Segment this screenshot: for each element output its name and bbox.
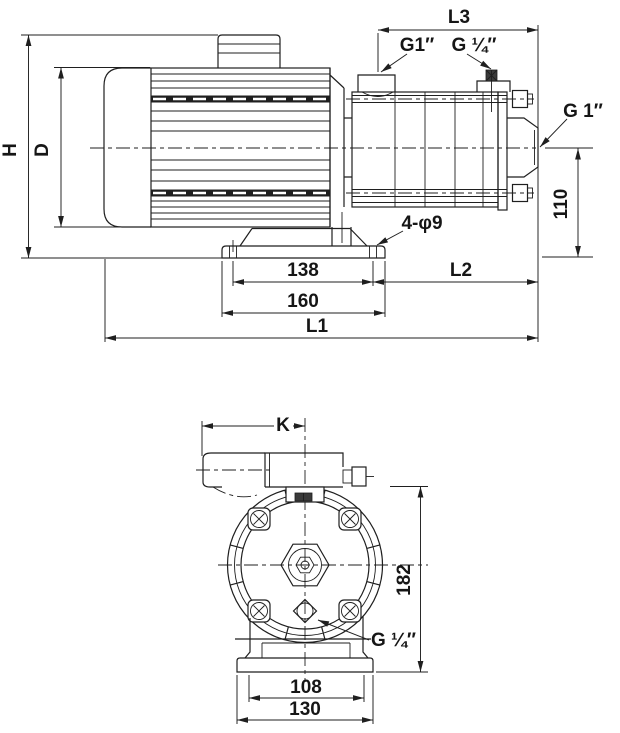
motor-fin-body xyxy=(150,67,331,228)
foot-base-plate xyxy=(236,657,374,673)
drain-plug-circle xyxy=(296,602,314,620)
drain-plug xyxy=(292,598,318,624)
pump-barrel xyxy=(351,69,511,208)
front-view: K 182 G ¼″ 108 130 xyxy=(196,415,428,724)
discharge-head xyxy=(497,89,539,211)
foot-bolt-slots xyxy=(229,246,377,258)
head-flange-plate xyxy=(497,91,508,211)
dim-K: K xyxy=(276,415,290,436)
dim-D: D xyxy=(32,143,53,157)
shaft-nut-boss xyxy=(280,543,330,587)
shaft-nut xyxy=(295,556,315,574)
casing-bolt xyxy=(247,599,271,623)
tie-rod-nuts xyxy=(511,89,533,203)
dim-108: 108 xyxy=(290,677,322,698)
ext-160 xyxy=(221,261,386,317)
dim-182: 182 xyxy=(394,564,415,596)
suction-port-mouth xyxy=(361,91,394,97)
leader-suction-port xyxy=(380,53,408,73)
front-dimensions: K 182 G ¼″ 108 130 xyxy=(201,415,428,724)
foot-gusset xyxy=(239,227,368,247)
side-port-stub xyxy=(342,466,374,487)
discharge-stub xyxy=(507,117,539,178)
centerlines-side xyxy=(90,98,536,194)
leader-vent-plug xyxy=(466,53,492,70)
front-foot xyxy=(235,616,374,673)
dim-110: 110 xyxy=(551,189,572,220)
ext-110 xyxy=(542,147,593,258)
suction-spout xyxy=(202,452,265,488)
label-vent-plug: G ¼″ xyxy=(451,35,496,56)
side-view: H D L3 G1″ G ¼″ G 1″ 110 4-φ9 138 L2 xyxy=(0,7,603,342)
leader-drain-plug xyxy=(317,619,370,641)
terminal-box-lid-lines xyxy=(218,43,280,54)
leader-discharge-port xyxy=(539,118,568,148)
vent-plug-glyph xyxy=(485,69,498,82)
vent-boss xyxy=(476,80,511,92)
dim-K-backing xyxy=(274,416,293,433)
drain-plug-diamond xyxy=(292,598,318,624)
casing-bolt xyxy=(247,507,271,531)
casing-bolts xyxy=(247,507,362,623)
stage-joints xyxy=(394,92,484,207)
pump-pedestal xyxy=(331,227,352,246)
dim-130: 130 xyxy=(289,699,321,720)
dim-138: 138 xyxy=(287,260,319,281)
tie-rod-bottom xyxy=(352,189,507,197)
motor-end-cap xyxy=(103,67,151,228)
ext-130 xyxy=(236,675,374,724)
centerlines-front xyxy=(196,418,428,682)
foot-plate xyxy=(221,245,386,259)
motor xyxy=(103,34,331,228)
terminal-box xyxy=(217,34,281,68)
label-discharge-port: G 1″ xyxy=(563,101,603,122)
leader-foot-holes xyxy=(376,230,404,246)
spout-hidden-curve xyxy=(212,486,258,498)
casing-bolt xyxy=(338,507,362,531)
foot-stem-inner xyxy=(261,642,351,658)
label-drain-plug: G ¼″ xyxy=(371,630,416,651)
motor-lantern xyxy=(329,68,352,246)
shaft-tip-circle xyxy=(300,560,310,570)
head-block-outline xyxy=(264,452,344,487)
boss-circle xyxy=(288,548,322,582)
casing-bolt xyxy=(338,599,362,623)
dim-L1: L1 xyxy=(306,316,329,337)
ext-D xyxy=(54,67,150,228)
label-suction-port: G1″ xyxy=(400,35,434,56)
front-head-block xyxy=(202,452,374,503)
suction-port-side xyxy=(357,74,396,92)
dim-L3: L3 xyxy=(448,7,470,28)
side-dimensions: H D L3 G1″ G ¼″ G 1″ 110 4-φ9 138 L2 xyxy=(0,7,603,342)
hex-boss xyxy=(280,543,330,587)
foot-stem-edges xyxy=(244,616,369,659)
tie-rod-top xyxy=(352,95,507,103)
dim-L2: L2 xyxy=(450,260,472,281)
dim-160: 160 xyxy=(287,291,319,312)
label-foot-holes: 4-φ9 xyxy=(401,213,442,234)
dim-H: H xyxy=(0,143,21,157)
cooling-fins xyxy=(151,73,330,220)
mounting-foot xyxy=(221,227,386,259)
